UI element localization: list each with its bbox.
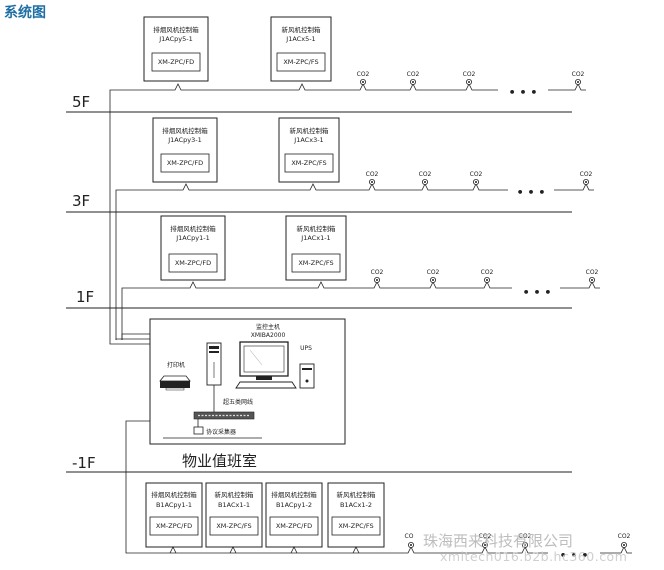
controller-1f-fresh: 新风机控制箱 J1ACx1-1 XM-ZPC/FS xyxy=(285,215,347,281)
controller-1f-smoke: 排烟风机控制箱 J1ACpy1-1 XM-ZPC/FD xyxy=(160,215,226,281)
controller-module: XM-ZPC/FD xyxy=(156,522,192,530)
sensor-label: CO2 xyxy=(463,71,476,78)
controller-name: 新风机控制箱 xyxy=(282,25,322,34)
floor-label-5f: 5F xyxy=(72,93,90,111)
co2-sensor-icon xyxy=(368,178,376,186)
controller-module: XM-ZPC/FD xyxy=(158,58,194,66)
sensor-label: CO2 xyxy=(371,269,384,276)
co2-sensor-icon xyxy=(483,276,491,284)
controller-module: XM-ZPC/FD xyxy=(276,522,312,530)
controller-module: XM-ZPC/FD xyxy=(167,159,203,167)
sensor-label: CO2 xyxy=(419,171,432,178)
controller-code: J1ACx1-1 xyxy=(300,234,330,242)
controller-code: B1ACpy1-1 xyxy=(156,501,192,509)
controller-module: XM-ZPC/FS xyxy=(298,259,333,267)
sensor-label: CO2 xyxy=(357,71,370,78)
controller-code: J1ACpy1-1 xyxy=(175,234,210,242)
controller-3f-smoke: 排烟风机控制箱 J1ACpy3-1 XM-ZPC/FD xyxy=(152,117,218,183)
monitor-icon xyxy=(235,341,297,389)
co2-sensor-icon xyxy=(409,78,417,86)
controller-name: 排烟风机控制箱 xyxy=(271,490,317,499)
sensor-label: CO2 xyxy=(481,269,494,276)
controller-name: 新风机控制箱 xyxy=(337,490,377,499)
monitor-room-name: 物业值班室 xyxy=(182,452,257,470)
sensor-label: CO2 xyxy=(427,269,440,276)
network-switch-icon xyxy=(193,411,255,420)
controller-b1-smoke-1: 排烟风机控制箱 B1ACpy1-1 XM-ZPC/FD xyxy=(145,482,203,548)
co-sensor-icon xyxy=(407,541,415,549)
collector-icon xyxy=(193,426,204,435)
co2-sensor-icon xyxy=(620,541,628,549)
co2-sensor-icon xyxy=(472,178,480,186)
printer-label: 打印机 xyxy=(167,361,185,369)
co2-sensor-icon xyxy=(359,78,367,86)
pc-tower-icon xyxy=(206,342,222,386)
co2-sensor-icon xyxy=(588,276,596,284)
controller-name: 排烟风机控制箱 xyxy=(162,126,208,135)
controller-code: J1ACpy3-1 xyxy=(167,136,202,144)
controller-module: XM-ZPC/FS xyxy=(283,58,318,66)
ellipsis: • • • xyxy=(560,549,589,562)
cable-label: 超五类网线 xyxy=(223,398,253,406)
ellipsis: • • • xyxy=(509,86,538,99)
ellipsis: • • • xyxy=(517,186,546,199)
controller-name: 排烟风机控制箱 xyxy=(170,224,216,233)
controller-code: J1ACx5-1 xyxy=(285,35,315,43)
bus-5f xyxy=(109,83,498,340)
controller-module: XM-ZPC/FD xyxy=(175,259,211,267)
bus-3f xyxy=(115,183,508,340)
host-label: 监控主机 xyxy=(256,323,280,331)
page-title: 系统图 xyxy=(4,5,46,21)
sensor-label: CO xyxy=(405,533,414,540)
controller-5f-fresh: 新风机控制箱 J1ACx5-1 XM-ZPC/FS xyxy=(270,16,332,82)
controller-code: J1ACx3-1 xyxy=(293,136,323,144)
co2-sensor-icon xyxy=(465,78,473,86)
floor-label-1f: 1F xyxy=(76,288,94,306)
controller-name: 排烟风机控制箱 xyxy=(151,490,197,499)
collector-label: 协议采集器 xyxy=(206,428,236,436)
controller-code: J1ACpy5-1 xyxy=(158,35,193,43)
watermark-company: 珠海西来科技有限公司 xyxy=(423,532,573,550)
controller-module: XM-ZPC/FS xyxy=(291,159,326,167)
controller-name: 新风机控制箱 xyxy=(290,126,330,135)
controller-code: B1ACpy1-2 xyxy=(276,501,312,509)
controller-b1-fresh-1: 新风机控制箱 B1ACx1-1 XM-ZPC/FS xyxy=(205,482,263,548)
co2-sensor-icon xyxy=(421,178,429,186)
controller-module: XM-ZPC/FS xyxy=(338,522,373,530)
bus-1f xyxy=(121,281,512,340)
ellipsis: • • • xyxy=(523,286,552,299)
controller-b1-fresh-2: 新风机控制箱 B1ACx1-2 XM-ZPC/FS xyxy=(327,482,385,548)
sensor-label: CO2 xyxy=(572,71,585,78)
floor-label-3f: 3F xyxy=(72,192,90,210)
floor-label-b1: -1F xyxy=(72,454,96,472)
sensor-label: CO2 xyxy=(407,71,420,78)
sensor-label: CO2 xyxy=(618,533,631,540)
sensor-label: CO2 xyxy=(479,533,492,540)
ups-icon xyxy=(299,363,315,389)
controller-3f-fresh: 新风机控制箱 J1ACx3-1 XM-ZPC/FS xyxy=(278,117,340,183)
controller-code: B1ACx1-2 xyxy=(340,501,372,509)
sensor-label: CO2 xyxy=(366,171,379,178)
co2-sensor-icon xyxy=(429,276,437,284)
controller-name: 新风机控制箱 xyxy=(215,490,255,499)
co2-sensor-icon xyxy=(574,78,582,86)
ups-label: UPS xyxy=(300,345,312,352)
sensor-label: CO2 xyxy=(586,269,599,276)
controller-name: 新风机控制箱 xyxy=(297,224,337,233)
watermark-url: xmitech016.b2b.hc360.com xyxy=(440,549,627,564)
host-model: XMIBA2000 xyxy=(251,332,286,339)
controller-module: XM-ZPC/FS xyxy=(216,522,251,530)
printer-icon xyxy=(159,375,191,391)
sensor-label: CO2 xyxy=(470,171,483,178)
sensor-label: CO2 xyxy=(580,171,593,178)
controller-b1-smoke-2: 排烟风机控制箱 B1ACpy1-2 XM-ZPC/FD xyxy=(265,482,323,548)
controller-code: B1ACx1-1 xyxy=(218,501,250,509)
sensor-label: CO2 xyxy=(519,533,532,540)
controller-name: 排烟风机控制箱 xyxy=(153,25,199,34)
co2-sensor-icon xyxy=(582,178,590,186)
controller-5f-smoke: 排烟风机控制箱 J1ACpy5-1 XM-ZPC/FD xyxy=(143,16,209,82)
co2-sensor-icon xyxy=(373,276,381,284)
monitor-room: 监控主机 XMIBA2000 UPS 打印机 xyxy=(149,318,346,445)
